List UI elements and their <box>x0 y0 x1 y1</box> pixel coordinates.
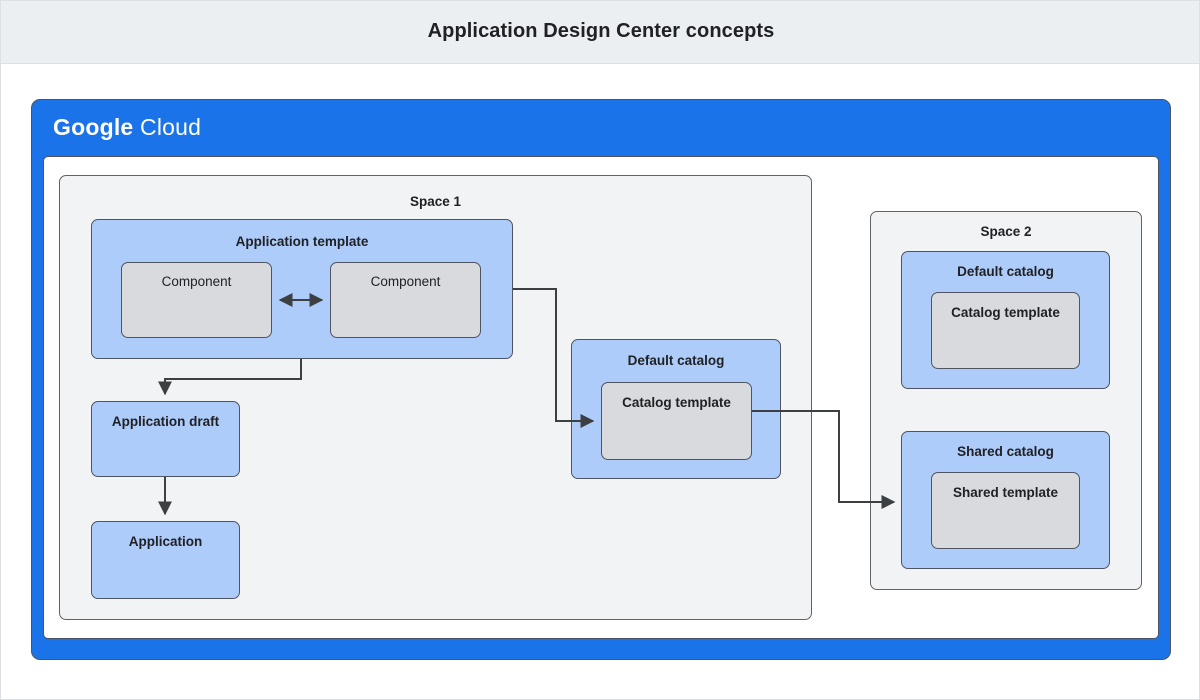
catalog-template-space-2-label: Catalog template <box>951 305 1060 320</box>
component-a-label: Component <box>161 274 232 289</box>
application-template-label: Application template <box>235 234 369 249</box>
google-cloud-logo-google: Google <box>53 114 134 140</box>
shared-template-label: Shared template <box>952 485 1059 500</box>
application-box[interactable]: Application <box>91 521 240 599</box>
header-band <box>1 1 1199 64</box>
page-title: Application Design Center concepts <box>427 20 775 42</box>
shared-catalog-label: Shared catalog <box>957 444 1054 459</box>
google-cloud-logo: Google Cloud <box>53 114 201 141</box>
space-1-title: Space 1 <box>409 194 462 209</box>
shared-template-box[interactable]: Shared template <box>931 472 1080 549</box>
application-label: Application <box>128 534 203 549</box>
catalog-template-space-1-label: Catalog template <box>622 395 731 410</box>
default-catalog-space-2-label: Default catalog <box>957 264 1054 279</box>
application-draft-label: Application draft <box>111 414 220 429</box>
default-catalog-space-1-label: Default catalog <box>627 353 725 368</box>
application-draft-box[interactable]: Application draft <box>91 401 240 477</box>
component-b-label: Component <box>370 274 441 289</box>
google-cloud-logo-cloud: Cloud <box>140 114 202 140</box>
component-b-box[interactable]: Component <box>330 262 481 338</box>
space-2-title: Space 2 <box>980 224 1032 239</box>
catalog-template-space-2-box[interactable]: Catalog template <box>931 292 1080 369</box>
component-a-box[interactable]: Component <box>121 262 272 338</box>
catalog-template-space-1-box[interactable]: Catalog template <box>601 382 752 460</box>
